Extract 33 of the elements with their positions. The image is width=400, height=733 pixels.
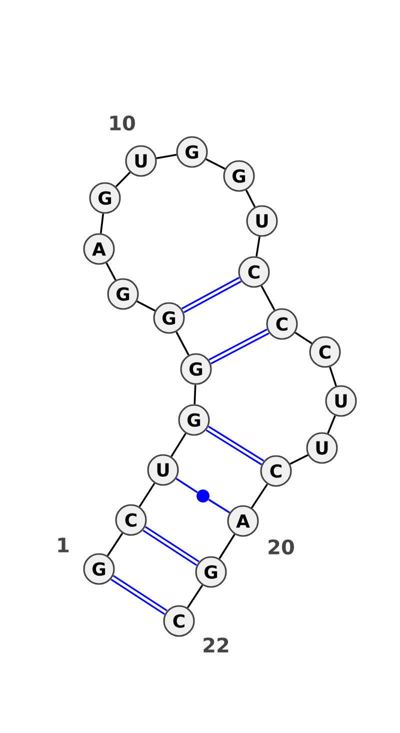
- backbone-line: [136, 300, 156, 312]
- position-number: 22: [204, 638, 228, 652]
- backbone-line: [100, 214, 104, 234]
- backbone-line: [327, 415, 336, 434]
- pair-dot: [196, 490, 210, 502]
- backbone-line: [329, 366, 337, 386]
- backbone-line: [218, 534, 236, 560]
- backbone-line: [176, 332, 190, 356]
- backbone-line: [106, 532, 124, 556]
- base-pair-line: [208, 328, 270, 364]
- backbone-line: [245, 190, 256, 208]
- base-pair-line: [206, 426, 264, 466]
- base-pair-line: [176, 478, 198, 494]
- backbone-line: [115, 172, 131, 188]
- backbone-line: [138, 482, 156, 508]
- backbone-line: [170, 432, 186, 458]
- base-pair-line: [110, 575, 168, 615]
- backbone-line: [194, 384, 196, 404]
- backbone-line: [156, 154, 177, 160]
- position-number: 20: [268, 539, 294, 555]
- backbone-line: [290, 454, 308, 465]
- backbone-line: [294, 332, 312, 344]
- backbone-line: [256, 236, 260, 257]
- backbone-line: [186, 584, 204, 608]
- backbone-line: [206, 158, 226, 170]
- position-number: 10: [110, 115, 135, 131]
- backbone-line: [260, 285, 276, 311]
- position-number: 1: [58, 538, 69, 552]
- base-pair-line: [181, 276, 242, 314]
- backbone-line: [250, 484, 268, 508]
- backbone-line: [106, 262, 116, 280]
- base-pair-line: [208, 498, 230, 514]
- base-pair-line: [142, 526, 200, 566]
